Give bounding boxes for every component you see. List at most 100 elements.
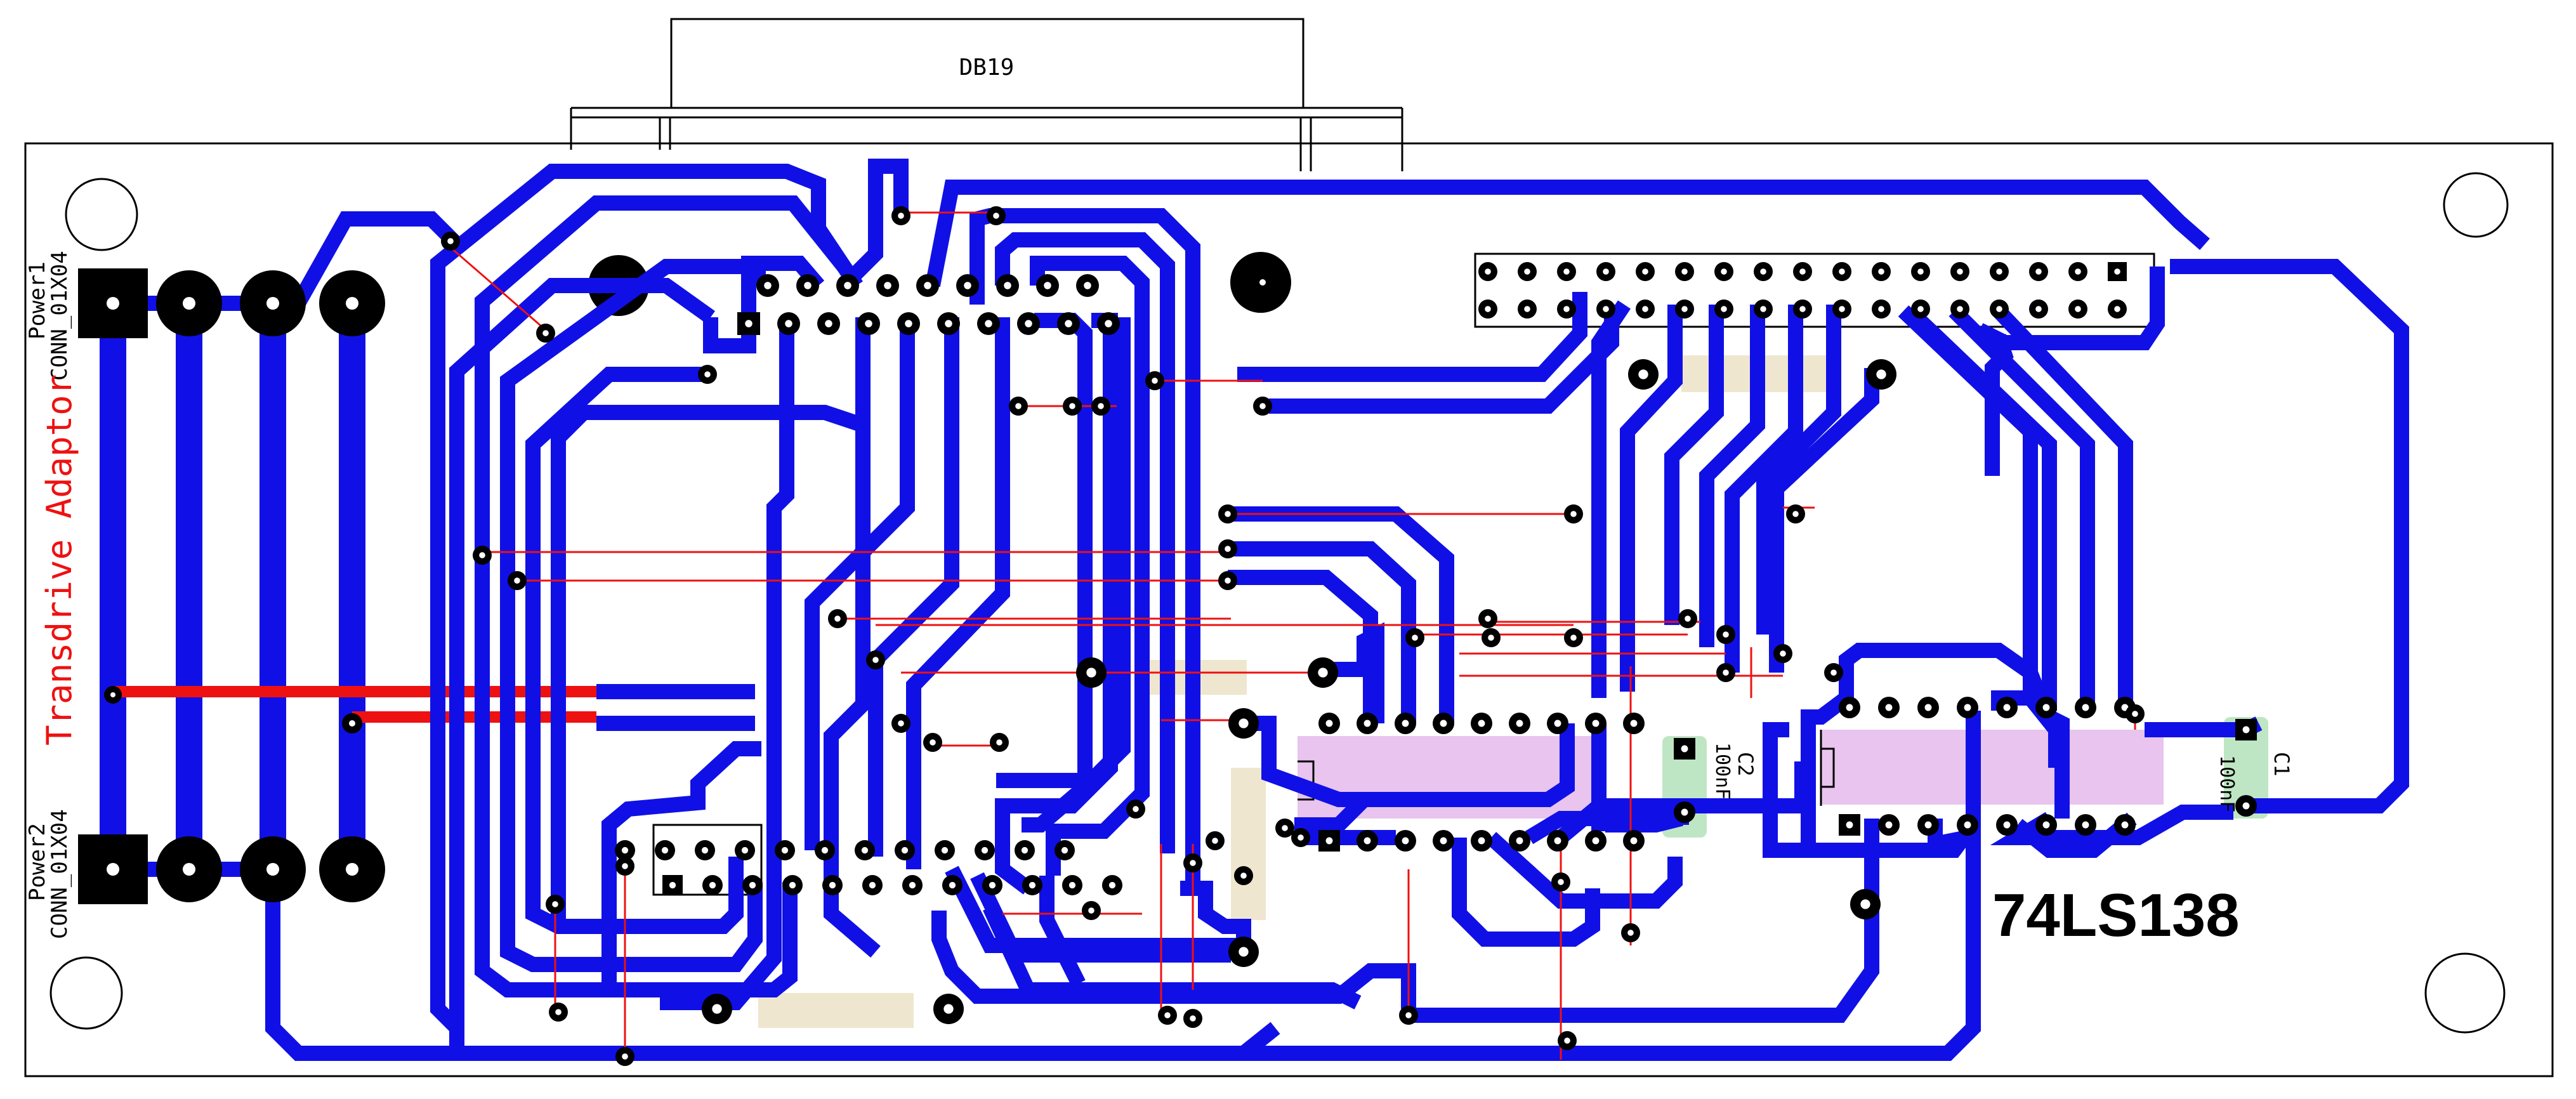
drill-hole bbox=[1924, 821, 1932, 829]
drill-hole bbox=[2114, 268, 2120, 275]
drill-hole bbox=[1068, 881, 1076, 889]
drill-hole bbox=[1681, 268, 1688, 275]
drill-hole bbox=[1603, 306, 1609, 312]
power2-value: CONN_01X04 bbox=[47, 809, 72, 939]
drill-hole bbox=[1402, 720, 1409, 727]
drill-hole bbox=[1554, 837, 1561, 845]
drill-hole bbox=[1917, 268, 1924, 275]
drill-hole bbox=[996, 739, 1002, 746]
drill-hole bbox=[1924, 704, 1932, 711]
drill-hole bbox=[1780, 650, 1786, 657]
drill-hole bbox=[1485, 306, 1491, 312]
drill-hole bbox=[1212, 838, 1218, 844]
drill-hole bbox=[964, 282, 971, 289]
drill-hole bbox=[514, 577, 520, 584]
drill-hole bbox=[1721, 306, 1727, 312]
chip-label: 74LS138 bbox=[1992, 881, 2240, 949]
drill-hole bbox=[1069, 403, 1075, 409]
drill-hole bbox=[1839, 306, 1845, 312]
pad-layer bbox=[441, 206, 2257, 1066]
drill-hole bbox=[661, 846, 669, 854]
drill-hole bbox=[1225, 511, 1231, 517]
drill-hole bbox=[861, 846, 869, 854]
drill-hole bbox=[1440, 720, 1447, 727]
drill-hole bbox=[1885, 704, 1893, 711]
drill-hole bbox=[985, 320, 992, 327]
drill-hole bbox=[1846, 821, 1853, 829]
drill-hole bbox=[1917, 306, 1924, 312]
drill-hole bbox=[1563, 306, 1570, 312]
drill-hole bbox=[1564, 1037, 1570, 1044]
capacitor-c1: 100nF C1 bbox=[2216, 752, 2294, 812]
drill-hole bbox=[1996, 306, 2002, 312]
drill-hole bbox=[945, 320, 952, 327]
drill-hole bbox=[1681, 808, 1688, 816]
drill-hole bbox=[1592, 720, 1600, 727]
drill-hole bbox=[1878, 268, 1884, 275]
drill-hole bbox=[1190, 1015, 1196, 1022]
drill-hole bbox=[1685, 615, 1691, 622]
capacitor-c2: 100nF C2 bbox=[1711, 742, 1758, 800]
power2-connector: Power2 CONN_01X04 bbox=[25, 809, 385, 939]
drill-hole bbox=[1485, 268, 1491, 275]
board-title: Transdrive Adaptor bbox=[39, 374, 79, 746]
drill-hole bbox=[2003, 704, 2011, 711]
drill-hole bbox=[1478, 837, 1485, 845]
drill-hole bbox=[884, 282, 891, 289]
drill-hole bbox=[1061, 846, 1068, 854]
drill-hole bbox=[1524, 306, 1530, 312]
drill-hole bbox=[2075, 268, 2081, 275]
drill-hole bbox=[1015, 403, 1022, 409]
drill-hole bbox=[821, 846, 829, 854]
drill-hole bbox=[621, 846, 629, 854]
drill-hole bbox=[764, 282, 772, 289]
drill-hole bbox=[1630, 837, 1638, 845]
drill-hole bbox=[622, 1053, 628, 1060]
c2-value: 100nF bbox=[1711, 742, 1733, 800]
drill-hole bbox=[622, 863, 628, 869]
drill-hole bbox=[1603, 268, 1609, 275]
drill-hole bbox=[2003, 821, 2011, 829]
power1-connector: Power1 CONN_01X04 bbox=[25, 251, 385, 381]
drill-hole bbox=[1325, 837, 1333, 845]
drill-hole bbox=[1133, 806, 1139, 812]
drill-hole bbox=[1570, 635, 1577, 641]
mounting-holes bbox=[49, 172, 2509, 1034]
drill-hole bbox=[1086, 668, 1096, 678]
drill-hole bbox=[869, 881, 876, 889]
drill-hole bbox=[2042, 821, 2050, 829]
drill-hole bbox=[1830, 669, 1837, 676]
drill-hole bbox=[989, 881, 996, 889]
drill-hole bbox=[1088, 907, 1094, 914]
drill-hole bbox=[1592, 837, 1600, 845]
drill-hole bbox=[741, 846, 749, 854]
drill-hole bbox=[1325, 720, 1333, 727]
drill-hole bbox=[1440, 837, 1447, 845]
drill-hole bbox=[1957, 306, 1963, 312]
drill-hole bbox=[804, 282, 812, 289]
drill-hole bbox=[1760, 306, 1766, 312]
drill-hole bbox=[2121, 821, 2129, 829]
drill-hole bbox=[1364, 837, 1371, 845]
drill-hole bbox=[2121, 704, 2129, 711]
drill-hole bbox=[941, 846, 949, 854]
drill-hole bbox=[1642, 268, 1648, 275]
drill-hole bbox=[872, 657, 879, 663]
drill-hole bbox=[2242, 726, 2250, 734]
drill-hole bbox=[1878, 306, 1884, 312]
drill-hole bbox=[909, 881, 916, 889]
drill-hole bbox=[1164, 1012, 1171, 1018]
drill-hole bbox=[1681, 306, 1688, 312]
drill-hole bbox=[749, 881, 756, 889]
drill-hole bbox=[2035, 306, 2042, 312]
drill-hole bbox=[1098, 403, 1104, 409]
drill-hole bbox=[1108, 881, 1116, 889]
drill-hole bbox=[1152, 378, 1158, 384]
drill-hole bbox=[1488, 635, 1494, 641]
drill-hole bbox=[1025, 320, 1032, 327]
drill-hole bbox=[1524, 268, 1530, 275]
db19-label: DB19 bbox=[959, 55, 1015, 81]
drill-hole bbox=[1799, 306, 1806, 312]
drill-hole bbox=[834, 615, 841, 622]
drill-hole bbox=[712, 1004, 722, 1014]
